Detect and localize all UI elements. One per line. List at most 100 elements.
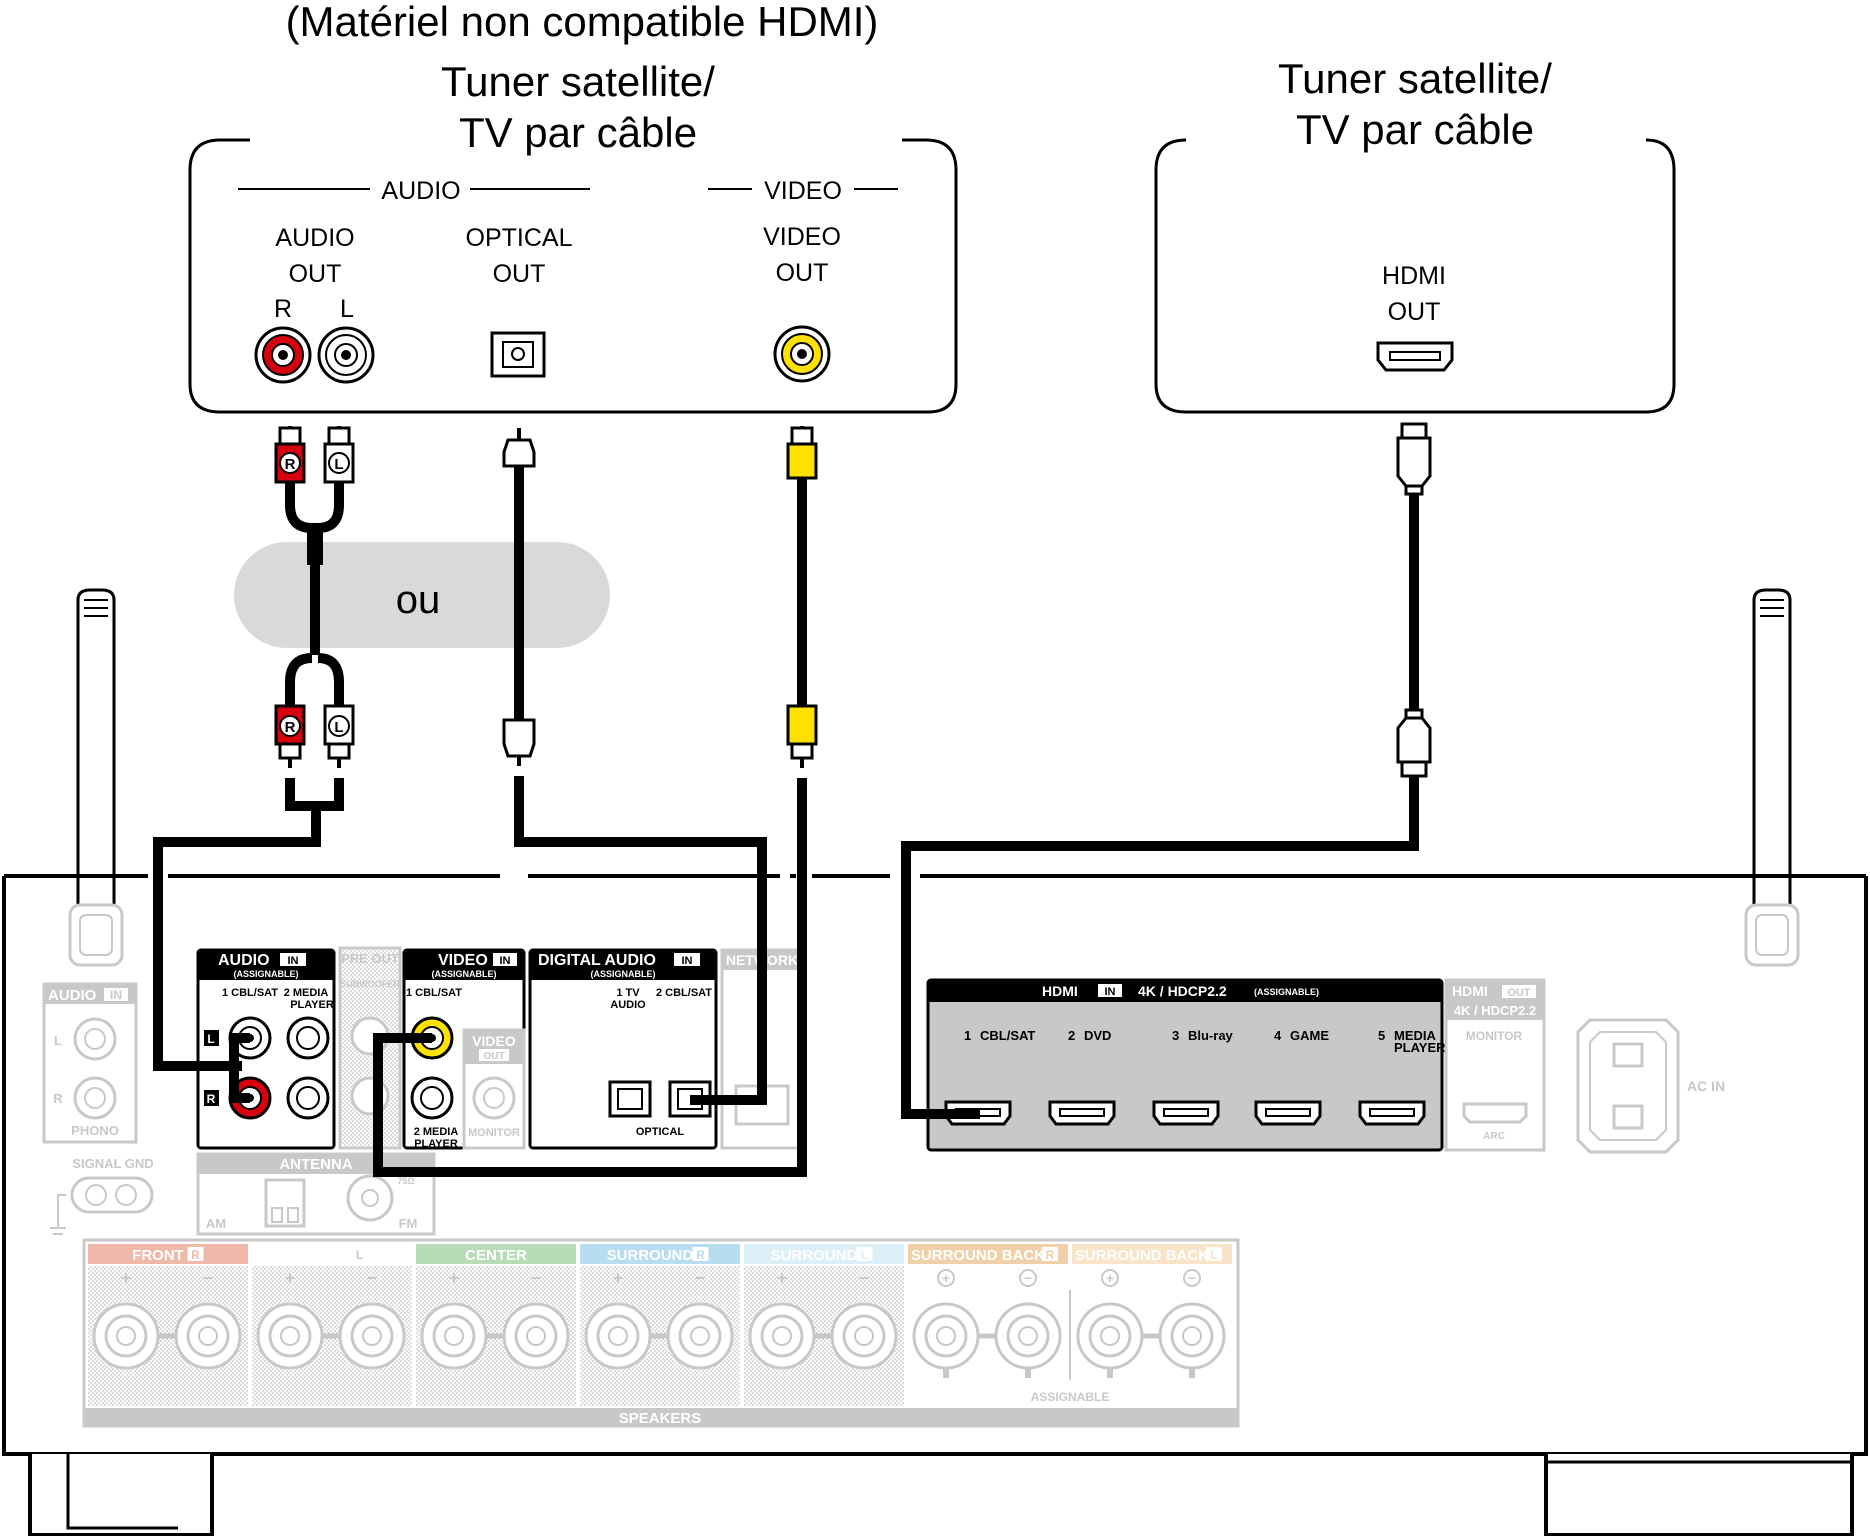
speaker-polarity-label: − [367, 1268, 378, 1288]
left-device-panel: AUDIO VIDEO AUDIO OUT R L OPTICAL OUT VI… [188, 138, 958, 414]
hdmi-in-port-4[interactable] [1254, 1100, 1322, 1126]
audio-in-l-label: L [207, 1032, 214, 1046]
pre-out-title: PRE OUT [341, 951, 399, 966]
hdmi-out-port[interactable] [1376, 341, 1454, 372]
channel-r-label: R [274, 295, 292, 323]
hdmi-in-port-label: 3 [1172, 1028, 1179, 1043]
ac-in-label: AC IN [1687, 1078, 1725, 1094]
video-out-label-2: OUT [776, 259, 829, 287]
speaker-group-channel: L [1210, 1248, 1217, 1262]
speaker-terminal[interactable] [502, 1302, 570, 1370]
audio-out-label-2: OUT [289, 260, 342, 288]
speaker-terminal[interactable] [1158, 1302, 1226, 1378]
rca-jack-red[interactable] [254, 326, 312, 384]
speaker-group-name: SURROUND [771, 1247, 858, 1264]
optical-in-port-1[interactable] [608, 1080, 652, 1118]
hdmi-out-monitor: MONITOR [1466, 1029, 1523, 1043]
speaker-polarity-label: + [1106, 1270, 1114, 1286]
speaker-terminal[interactable] [1076, 1302, 1144, 1378]
ac-inlet: AC IN [1576, 1018, 1725, 1154]
hdmi-out-spec: 4K / HDCP2.2 [1454, 1003, 1536, 1018]
speaker-group-channel: R [1046, 1248, 1055, 1262]
speaker-polarity-label: − [531, 1268, 542, 1288]
group-label-audio: AUDIO [381, 177, 460, 205]
hdmi-in-port-name: CBL/SAT [980, 1028, 1035, 1043]
speaker-terminal[interactable] [420, 1302, 488, 1370]
channel-l-label: L [340, 295, 354, 323]
hdmi-in-port-2[interactable] [1048, 1100, 1116, 1126]
wifi-antenna-right [1752, 588, 1792, 905]
speaker-polarity-label: − [695, 1268, 706, 1288]
video-out-monitor: MONITOR [468, 1127, 520, 1139]
speaker-terminal[interactable] [92, 1302, 160, 1370]
rca-plug-top-l: L [323, 426, 355, 484]
digital-audio-in-panel: DIGITAL AUDIO IN (ASSIGNABLE) 1 TV AUDIO… [528, 948, 718, 1150]
av-receiver: AUDIO IN L R PHONO SIGNAL GND PRE OUT SU… [2, 874, 1868, 1536]
hdmi-in-badge: IN [1105, 986, 1116, 998]
fm-label: FM [399, 1216, 418, 1231]
video-in-input2b: PLAYER [414, 1138, 458, 1150]
hdmi-in-title: HDMI [1042, 983, 1078, 999]
optical-in-label: OPTICAL [636, 1126, 685, 1138]
speaker-polarity-label: + [777, 1268, 788, 1288]
antenna-panel: ANTENNA AM FM 75Ω [196, 1152, 436, 1236]
hdmi-in-port-5[interactable] [1358, 1100, 1426, 1126]
speaker-terminal[interactable] [584, 1302, 652, 1370]
rca-plug-top-r: R [274, 426, 306, 500]
hdmi-out-monitor-panel: HDMI OUT 4K / HDCP2.2 MONITOR ARC [1444, 978, 1546, 1152]
phono-r-label: R [53, 1091, 63, 1106]
hdmi-in-port-3[interactable] [1152, 1100, 1220, 1126]
or-bubble: ou [234, 542, 610, 648]
left-device-title-line2: TV par câble [459, 109, 697, 156]
video-out-badge: OUT [483, 1051, 504, 1062]
speaker-terminal[interactable] [256, 1302, 324, 1370]
audio-in-input2b: PLAYER [290, 999, 334, 1011]
speaker-group-channel: L [356, 1248, 363, 1262]
speaker-terminal[interactable] [666, 1302, 734, 1370]
audio-in-title: AUDIO [218, 952, 270, 969]
rca-jack-white[interactable] [317, 326, 375, 384]
plug-l-label: L [334, 456, 343, 473]
digital-audio-in-input2: 2 CBL/SAT [656, 987, 712, 999]
subwoofer-label: SUBWOOFER [340, 979, 400, 989]
digital-audio-in-assignable: (ASSIGNABLE) [591, 969, 656, 979]
video-in-input2a: 2 MEDIA [414, 1126, 459, 1138]
hdmi-in-port-label: 5 [1378, 1028, 1385, 1043]
digital-audio-in-badge: IN [682, 955, 693, 967]
speaker-group-channel: R [696, 1248, 705, 1262]
video-out-title: VIDEO [472, 1033, 516, 1049]
hdmi-in-assignable: (ASSIGNABLE) [1254, 987, 1319, 997]
speaker-terminal[interactable] [830, 1302, 898, 1370]
fm-ohm-label: 75Ω [397, 1176, 414, 1186]
speaker-polarity-label: + [449, 1268, 460, 1288]
rca-plug-bottom-r: R [274, 704, 306, 768]
signal-gnd-terminal: SIGNAL GND [50, 1156, 154, 1235]
hdmi-in-port-name: DVD [1084, 1028, 1111, 1043]
hdmi-in-port-name: GAME [1290, 1028, 1329, 1043]
hdmi-out-badge: OUT [1507, 987, 1531, 999]
speaker-terminal[interactable] [338, 1302, 406, 1370]
hdmi-out-arc: ARC [1483, 1131, 1505, 1142]
plug-r-label: R [285, 719, 296, 736]
optical-jack[interactable] [490, 331, 546, 378]
speaker-group-name: SURROUND BACK [911, 1247, 1045, 1264]
hdmi-out-title: HDMI [1452, 983, 1488, 999]
antenna-title: ANTENNA [279, 1156, 352, 1173]
speaker-terminal[interactable] [748, 1302, 816, 1370]
speaker-terminal[interactable] [174, 1302, 242, 1370]
speaker-polarity-label: − [1024, 1270, 1032, 1286]
hdmi-in-spec: 4K / HDCP2.2 [1138, 983, 1227, 999]
speaker-terminal[interactable] [912, 1302, 980, 1378]
hdmi-out-label-2: OUT [1388, 298, 1441, 326]
rca-jack-yellow[interactable] [773, 325, 831, 383]
antenna-base-right [1744, 903, 1800, 967]
right-device-title-line1: Tuner satellite/ [1278, 55, 1552, 102]
speaker-polarity-label: + [285, 1268, 296, 1288]
rca-stereo-cable: R L R L [274, 426, 355, 768]
audio-in-input2a: 2 MEDIA [284, 987, 329, 999]
